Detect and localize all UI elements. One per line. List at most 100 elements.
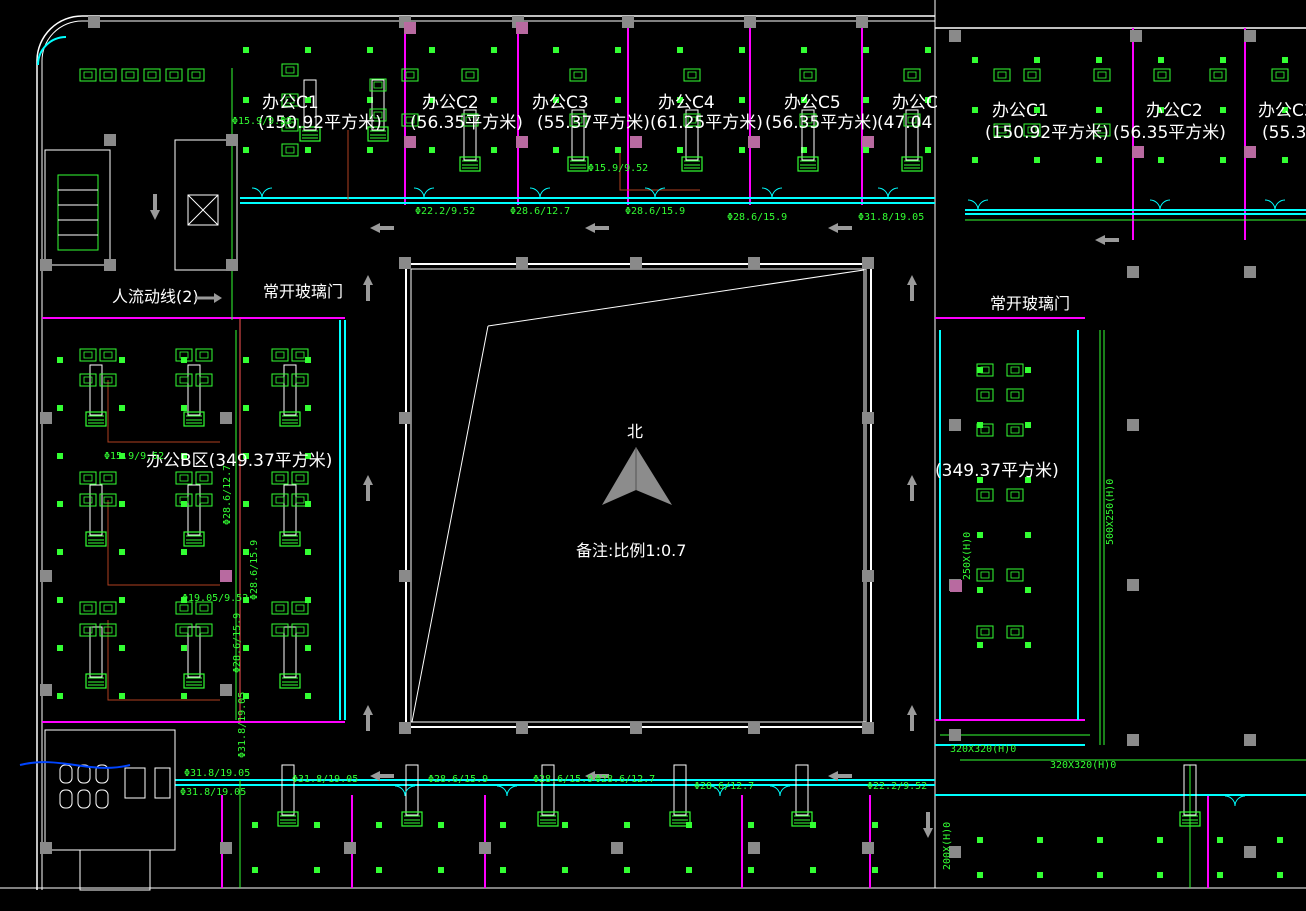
sprinkler-icon [810, 867, 816, 873]
column [220, 570, 232, 582]
sprinkler-icon [748, 867, 754, 873]
diffuser-icon [993, 68, 1011, 82]
room-area: (47.04 [877, 113, 932, 133]
diffuser-icon [903, 68, 921, 82]
diffuser-icon [195, 348, 213, 362]
column [949, 30, 961, 42]
sprinkler-icon [119, 501, 125, 507]
diffuser-icon [121, 68, 139, 82]
diffuser-icon [291, 601, 309, 615]
diffuser-icon [99, 601, 117, 615]
sprinkler-icon [1025, 532, 1031, 538]
sprinkler-icon [1277, 837, 1283, 843]
sprinkler-icon [615, 147, 621, 153]
column [40, 412, 52, 424]
pipe-size-label: Φ28.6/12.7 [222, 465, 233, 525]
diffuser-icon [976, 488, 994, 502]
arrow-up-icon [907, 275, 917, 301]
column [862, 412, 874, 424]
column [40, 259, 52, 271]
sprinkler-icon [1097, 872, 1103, 878]
diffuser-icon [1006, 388, 1024, 402]
sprinkler-icon [1025, 422, 1031, 428]
right-glass-door-label: 常开玻璃门 [990, 294, 1070, 313]
column [399, 257, 411, 269]
sprinkler-icon [243, 357, 249, 363]
sprinkler-icon [305, 47, 311, 53]
sprinkler-icon [748, 822, 754, 828]
pipe-size-label: Φ31.8/19.05 [292, 774, 358, 785]
sprinkler-icon [1158, 57, 1164, 63]
diffuser-icon [175, 471, 193, 485]
sprinkler-icon [553, 47, 559, 53]
column [1130, 30, 1142, 42]
sprinkler-icon [1157, 837, 1163, 843]
pipe-size-label: Φ15.9/9.52 [104, 451, 164, 462]
diffuser-icon [271, 471, 289, 485]
flow-line-label: 人流动线(2) [112, 287, 199, 306]
sprinkler-icon [57, 549, 63, 555]
scale-note: 备注:比例1:0.7 [576, 541, 686, 560]
column [744, 16, 756, 28]
column [220, 842, 232, 854]
column [399, 570, 411, 582]
pipe-size-label: Φ28.6/15.9 [727, 212, 787, 223]
sprinkler-icon [119, 693, 125, 699]
north-label: 北 [627, 422, 643, 441]
diffuser-icon [165, 68, 183, 82]
column [1127, 734, 1139, 746]
sprinkler-icon [739, 147, 745, 153]
sprinkler-icon [429, 147, 435, 153]
diffuser-icon [187, 68, 205, 82]
sprinkler-icon [243, 405, 249, 411]
sprinkler-icon [977, 872, 983, 878]
column [748, 722, 760, 734]
sprinkler-icon [972, 57, 978, 63]
duct-size-label: 250X(H)0 [962, 532, 973, 580]
sprinkler-icon [810, 822, 816, 828]
sprinkler-icon [119, 357, 125, 363]
sprinkler-icon [872, 867, 878, 873]
column [226, 134, 238, 146]
column [399, 722, 411, 734]
arrow-left-icon [1095, 235, 1119, 245]
column [399, 412, 411, 424]
diffuser-icon [683, 68, 701, 82]
diffuser-icon [79, 471, 97, 485]
room-name: 办公C5 [784, 93, 841, 113]
sprinkler-icon [686, 867, 692, 873]
sprinkler-icon [305, 147, 311, 153]
room-area: (55.37平方米) [537, 113, 650, 133]
diffuser-icon [195, 493, 213, 507]
sprinkler-icon [252, 867, 258, 873]
sprinkler-icon [119, 405, 125, 411]
pipe-size-label: Φ15.9/9.52 [588, 163, 648, 174]
diffuser-icon [271, 348, 289, 362]
sprinkler-icon [553, 147, 559, 153]
sprinkler-icon [491, 147, 497, 153]
sprinkler-icon [1217, 872, 1223, 878]
room-name: 办公C1 [992, 101, 1049, 121]
pipe-size-label: Φ28.6/15.9 [533, 774, 593, 785]
column [862, 570, 874, 582]
pipe-size-label: Φ28.6/15.9 [625, 206, 685, 217]
sprinkler-icon [57, 405, 63, 411]
arrow-left-icon [828, 223, 852, 233]
sprinkler-icon [972, 157, 978, 163]
column [1244, 266, 1256, 278]
sprinkler-icon [977, 837, 983, 843]
column [611, 842, 623, 854]
sprinkler-icon [1282, 157, 1288, 163]
diffuser-icon [291, 471, 309, 485]
column [88, 16, 100, 28]
annotations: 人流动线(2) 常开玻璃门 常开玻璃门 办公B区(349.37平方米) (349… [112, 282, 1070, 481]
north-arrow-icon [602, 447, 672, 505]
sprinkler-icon [1097, 837, 1103, 843]
column [1127, 579, 1139, 591]
diffuser-icon [271, 493, 289, 507]
sprinkler-icon [1217, 837, 1223, 843]
sprinkler-icon [1034, 157, 1040, 163]
sprinkler-icon [491, 47, 497, 53]
sprinkler-icon [181, 693, 187, 699]
